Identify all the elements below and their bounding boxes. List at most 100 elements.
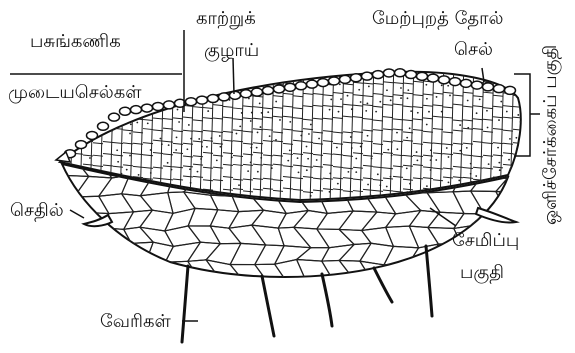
epidermis-cell bbox=[153, 102, 164, 110]
epidermis-cell bbox=[472, 81, 483, 89]
cell-cross-wall bbox=[73, 68, 83, 69]
chloroplast-dot bbox=[87, 111, 89, 113]
cell-cross-wall bbox=[293, 68, 303, 69]
cell-cross-wall bbox=[453, 68, 463, 69]
chloroplast-dot bbox=[297, 157, 299, 159]
epidermis-cell bbox=[340, 75, 351, 83]
label-storage-1: சேமிப்பு bbox=[452, 230, 519, 251]
chloroplast-dot bbox=[186, 148, 188, 150]
cell-cross-wall bbox=[203, 80, 213, 81]
label-epidermis-2: செல் bbox=[454, 39, 493, 60]
leader-air-tube bbox=[233, 58, 234, 94]
epidermis-cell bbox=[461, 79, 472, 87]
chloroplast-dot bbox=[251, 112, 253, 114]
storage-cell bbox=[79, 228, 113, 246]
epidermis-cell bbox=[373, 71, 384, 79]
cell-cross-wall bbox=[163, 95, 173, 96]
epidermis-cell bbox=[285, 83, 296, 91]
chloroplast-dot bbox=[147, 122, 149, 124]
chloroplast-dot bbox=[188, 73, 190, 75]
cell-cross-wall bbox=[223, 72, 233, 73]
cell-cross-wall bbox=[153, 94, 163, 95]
cell-cross-wall bbox=[263, 80, 273, 81]
chloroplast-dot bbox=[386, 186, 388, 188]
chloroplast-dot bbox=[417, 112, 419, 114]
label-air-tube-2: குழாய் bbox=[204, 40, 259, 62]
chloroplast-dot bbox=[147, 76, 149, 78]
label-air-tube-1: காற்றுக் bbox=[196, 8, 256, 29]
cell-cross-wall bbox=[123, 69, 133, 70]
chloroplast-dot bbox=[416, 151, 418, 153]
chloroplast-dot bbox=[306, 146, 308, 148]
epidermis-cell bbox=[186, 98, 197, 106]
chloroplast-dot bbox=[256, 147, 258, 149]
chloroplast-dot bbox=[129, 133, 131, 135]
chloroplast-dot bbox=[406, 137, 408, 139]
chloroplast-dot bbox=[387, 149, 389, 151]
epidermis-cell bbox=[131, 106, 142, 114]
cell-cross-wall bbox=[153, 72, 163, 73]
chloroplast-dot bbox=[428, 111, 430, 113]
chloroplast-dot bbox=[241, 86, 243, 88]
chloroplast-dot bbox=[508, 159, 510, 161]
chloroplast-dot bbox=[86, 206, 88, 208]
chloroplast-dot bbox=[129, 155, 131, 157]
chloroplast-dot bbox=[175, 149, 177, 151]
rhizoid-4 bbox=[374, 268, 392, 302]
storage-cell bbox=[409, 259, 436, 280]
chloroplast-dot bbox=[216, 159, 218, 161]
chloroplast-dot bbox=[78, 122, 80, 124]
chloroplast-dot bbox=[487, 127, 489, 129]
chloroplast-dot bbox=[478, 74, 480, 76]
epidermis-cell bbox=[197, 96, 208, 104]
chloroplast-dot bbox=[329, 173, 331, 175]
epidermis-cell bbox=[406, 71, 417, 79]
chloroplast-dot bbox=[330, 99, 332, 101]
chloroplast-dot bbox=[436, 96, 438, 98]
cell-cross-wall bbox=[73, 116, 83, 117]
chloroplast-dot bbox=[247, 170, 249, 172]
cell-cross-wall bbox=[423, 70, 433, 71]
chloroplast-dot bbox=[336, 147, 338, 149]
label-rhizoids: வேரிகள் bbox=[100, 311, 171, 332]
chloroplast-dot bbox=[197, 171, 199, 173]
chloroplast-dot bbox=[167, 88, 169, 90]
epidermis-cell bbox=[494, 85, 505, 93]
chloroplast-dot bbox=[188, 124, 190, 126]
chloroplast-dot bbox=[138, 174, 140, 176]
chloroplast-dot bbox=[257, 132, 259, 134]
chloroplast-dot bbox=[306, 169, 308, 171]
chloroplast-dot bbox=[367, 103, 369, 105]
chloroplast-dot bbox=[500, 101, 502, 103]
storage-cell bbox=[517, 260, 547, 281]
chloroplast-dot bbox=[77, 196, 79, 198]
cell-cross-wall bbox=[213, 71, 223, 72]
chloroplast-dot bbox=[339, 83, 341, 85]
chloroplast-dot bbox=[498, 203, 500, 205]
epidermis-cell bbox=[505, 86, 516, 94]
chloroplast-dot bbox=[259, 103, 261, 105]
epidermis-cell bbox=[450, 78, 461, 86]
chloroplast-dot bbox=[347, 171, 349, 173]
chloroplast-dot bbox=[377, 173, 379, 175]
cell-cross-wall bbox=[513, 71, 523, 72]
chloroplast-dot bbox=[347, 95, 349, 97]
cell-cross-wall bbox=[263, 69, 273, 70]
cell-cross-wall bbox=[63, 104, 73, 105]
cell-cross-wall bbox=[493, 68, 503, 69]
epidermis-cell bbox=[109, 113, 120, 121]
storage-cell bbox=[76, 243, 113, 263]
chloroplast-dot bbox=[269, 135, 271, 137]
chloroplast-dot bbox=[308, 133, 310, 135]
chloroplast-dot bbox=[241, 112, 243, 114]
chloroplast-dot bbox=[260, 157, 262, 159]
chloroplast-dot bbox=[149, 90, 151, 92]
chloroplast-dot bbox=[350, 136, 352, 138]
chloroplast-dot bbox=[498, 162, 500, 164]
label-chlorophyll-cells-2: முடையசெல்கள் bbox=[8, 82, 142, 103]
cell-cross-wall bbox=[93, 68, 103, 69]
rhizoid-3 bbox=[322, 274, 332, 326]
chloroplast-dot bbox=[521, 88, 523, 90]
cell-cross-wall bbox=[443, 70, 453, 71]
chloroplast-dot bbox=[310, 195, 312, 197]
